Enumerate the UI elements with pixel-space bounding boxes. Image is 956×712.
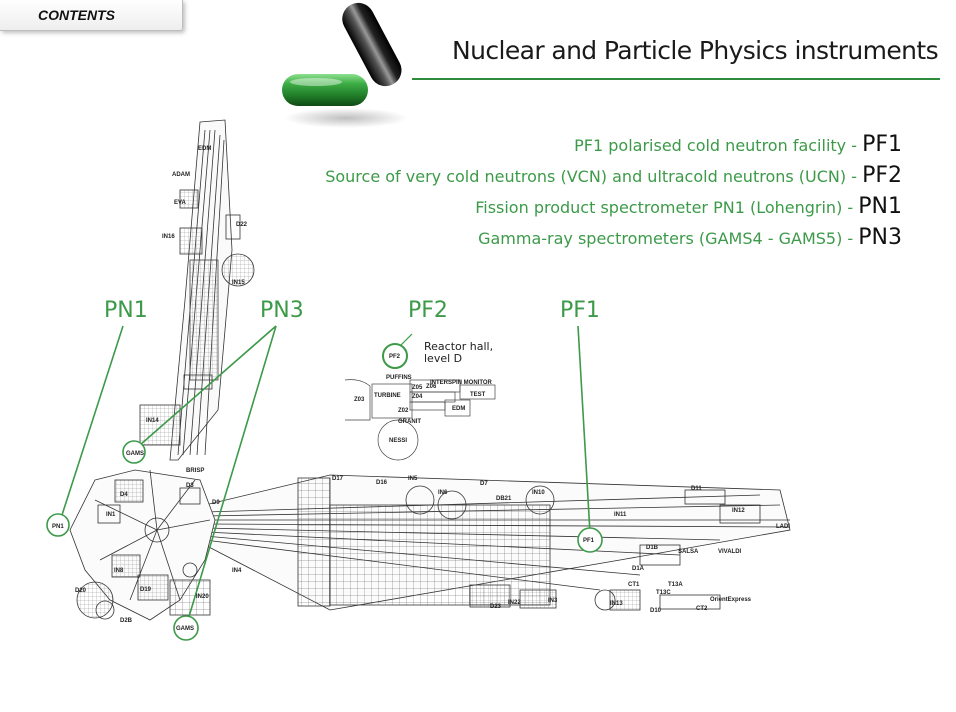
label-in12: IN12	[732, 508, 745, 514]
label-in5: IN5	[408, 476, 418, 482]
label-brisp: BRISP	[186, 468, 204, 474]
main-guide-hall	[204, 474, 791, 611]
instrument-legend: PF1 polarised cold neutron facility - PF…	[325, 132, 902, 256]
reactor-hall-plan	[344, 333, 496, 461]
legend-row-pn1: Fission product spectrometer PN1 (Loheng…	[325, 194, 902, 225]
legend-row-pf2: Source of very cold neutrons (VCN) and u…	[325, 163, 902, 194]
label-z04: Z04	[412, 394, 423, 400]
legend-desc: PF1 polarised cold neutron facility -	[574, 136, 863, 155]
label-pn1-marker: PN1	[52, 524, 64, 530]
label-in13: IN13	[610, 601, 623, 607]
label-in8: IN8	[114, 568, 124, 574]
label-vivaldi: VIVALDI	[718, 549, 742, 555]
label-d7: D7	[480, 481, 488, 487]
label-edm-d: EDM	[452, 406, 465, 412]
label-z03: Z03	[354, 397, 365, 403]
legend-code: PF1	[862, 132, 902, 157]
label-in11: IN11	[614, 512, 627, 518]
label-in6: IN6	[438, 490, 448, 496]
label-ct2: CT2	[696, 606, 708, 612]
contents-tab[interactable]: CONTENTS	[0, 0, 183, 31]
label-in10: IN10	[532, 490, 545, 496]
reactor-hall-note: Reactor hall, level D	[424, 341, 493, 365]
callout-lines	[46, 325, 603, 641]
label-ladi: LADI	[776, 524, 790, 530]
label-d11: D11	[691, 486, 702, 492]
label-d2b: D2B	[120, 618, 133, 624]
legend-code: PN1	[858, 194, 902, 219]
legend-code: PN3	[858, 225, 902, 250]
title-rule	[412, 78, 940, 80]
legend-code: PF2	[862, 163, 902, 188]
label-eva: EVA	[174, 200, 187, 206]
label-z02: Z02	[398, 408, 409, 414]
legend-row-pn3: Gamma-ray spectrometers (GAMS4 - GAMS5) …	[325, 225, 902, 256]
label-orient-express: OrientExpress	[710, 597, 752, 603]
label-in3: IN3	[548, 598, 558, 604]
label-in16: IN16	[162, 234, 175, 240]
label-adam: ADAM	[172, 172, 190, 178]
label-pf2-marker: PF2	[389, 354, 401, 360]
label-in14: IN14	[146, 418, 159, 424]
label-edm: EDM	[198, 146, 211, 152]
label-in4: IN4	[232, 568, 242, 574]
label-d17: D17	[332, 476, 344, 482]
reactor-building	[69, 469, 216, 621]
legend-desc: Fission product spectrometer PN1 (Loheng…	[475, 198, 859, 217]
label-salsa: SALSA	[678, 549, 699, 555]
label-t13c: T13C	[656, 590, 671, 596]
label-test: TEST	[470, 392, 486, 398]
callout-pf2: PF2	[408, 298, 448, 323]
label-z05: Z05	[412, 385, 423, 391]
label-pf1-marker: PF1	[583, 538, 595, 544]
label-turbine: TURBINE	[374, 393, 401, 399]
label-d1b: D1B	[646, 545, 659, 551]
label-in1: IN1	[106, 512, 116, 518]
capsule-icon	[282, 2, 408, 128]
label-d9: D9	[212, 500, 220, 506]
label-db21: DB21	[496, 496, 512, 502]
label-gams-lower: GAMS	[176, 626, 194, 632]
label-d16: D16	[376, 480, 388, 486]
label-puffins: PUFFINS	[386, 375, 412, 381]
label-in22: IN22	[508, 600, 521, 606]
label-interspin: INTERSPIN MONITOR	[430, 380, 493, 386]
label-t13a: T13A	[668, 582, 683, 588]
legend-desc: Gamma-ray spectrometers (GAMS4 - GAMS5) …	[478, 229, 859, 248]
label-d3: D3	[186, 483, 194, 489]
callout-pf1: PF1	[560, 298, 600, 323]
label-granit: GRANIT	[398, 419, 421, 425]
upper-guide-hall	[139, 119, 255, 461]
label-d1a: D1A	[632, 566, 645, 572]
legend-desc: Source of very cold neutrons (VCN) and u…	[325, 167, 863, 186]
label-d20: D20	[75, 588, 87, 594]
label-d10: D10	[650, 608, 662, 614]
label-gams-upper: GAMS	[126, 451, 144, 457]
label-d22: D22	[236, 222, 248, 228]
label-d4: D4	[120, 492, 128, 498]
label-z06: Z06	[426, 384, 437, 390]
label-nessi: NESSI	[389, 438, 407, 444]
page-title: Nuclear and Particle Physics instruments	[451, 36, 939, 65]
label-d19: D19	[140, 587, 152, 593]
reactor-hall-line2: level D	[424, 352, 463, 365]
callout-pn3: PN3	[260, 298, 304, 323]
instrument-labels: EDM ADAM EVA IN16 D22 IN15 IN14 GAMS BRI…	[52, 146, 790, 632]
label-d23: D23	[490, 604, 502, 610]
contents-label: CONTENTS	[38, 7, 115, 23]
label-ct1: CT1	[628, 582, 640, 588]
label-in15: IN15	[232, 280, 245, 286]
legend-row-pf1: PF1 polarised cold neutron facility - PF…	[325, 132, 902, 163]
callout-pn1: PN1	[104, 298, 148, 323]
label-in20: IN20	[196, 594, 209, 600]
reactor-hall-line1: Reactor hall,	[424, 340, 494, 353]
